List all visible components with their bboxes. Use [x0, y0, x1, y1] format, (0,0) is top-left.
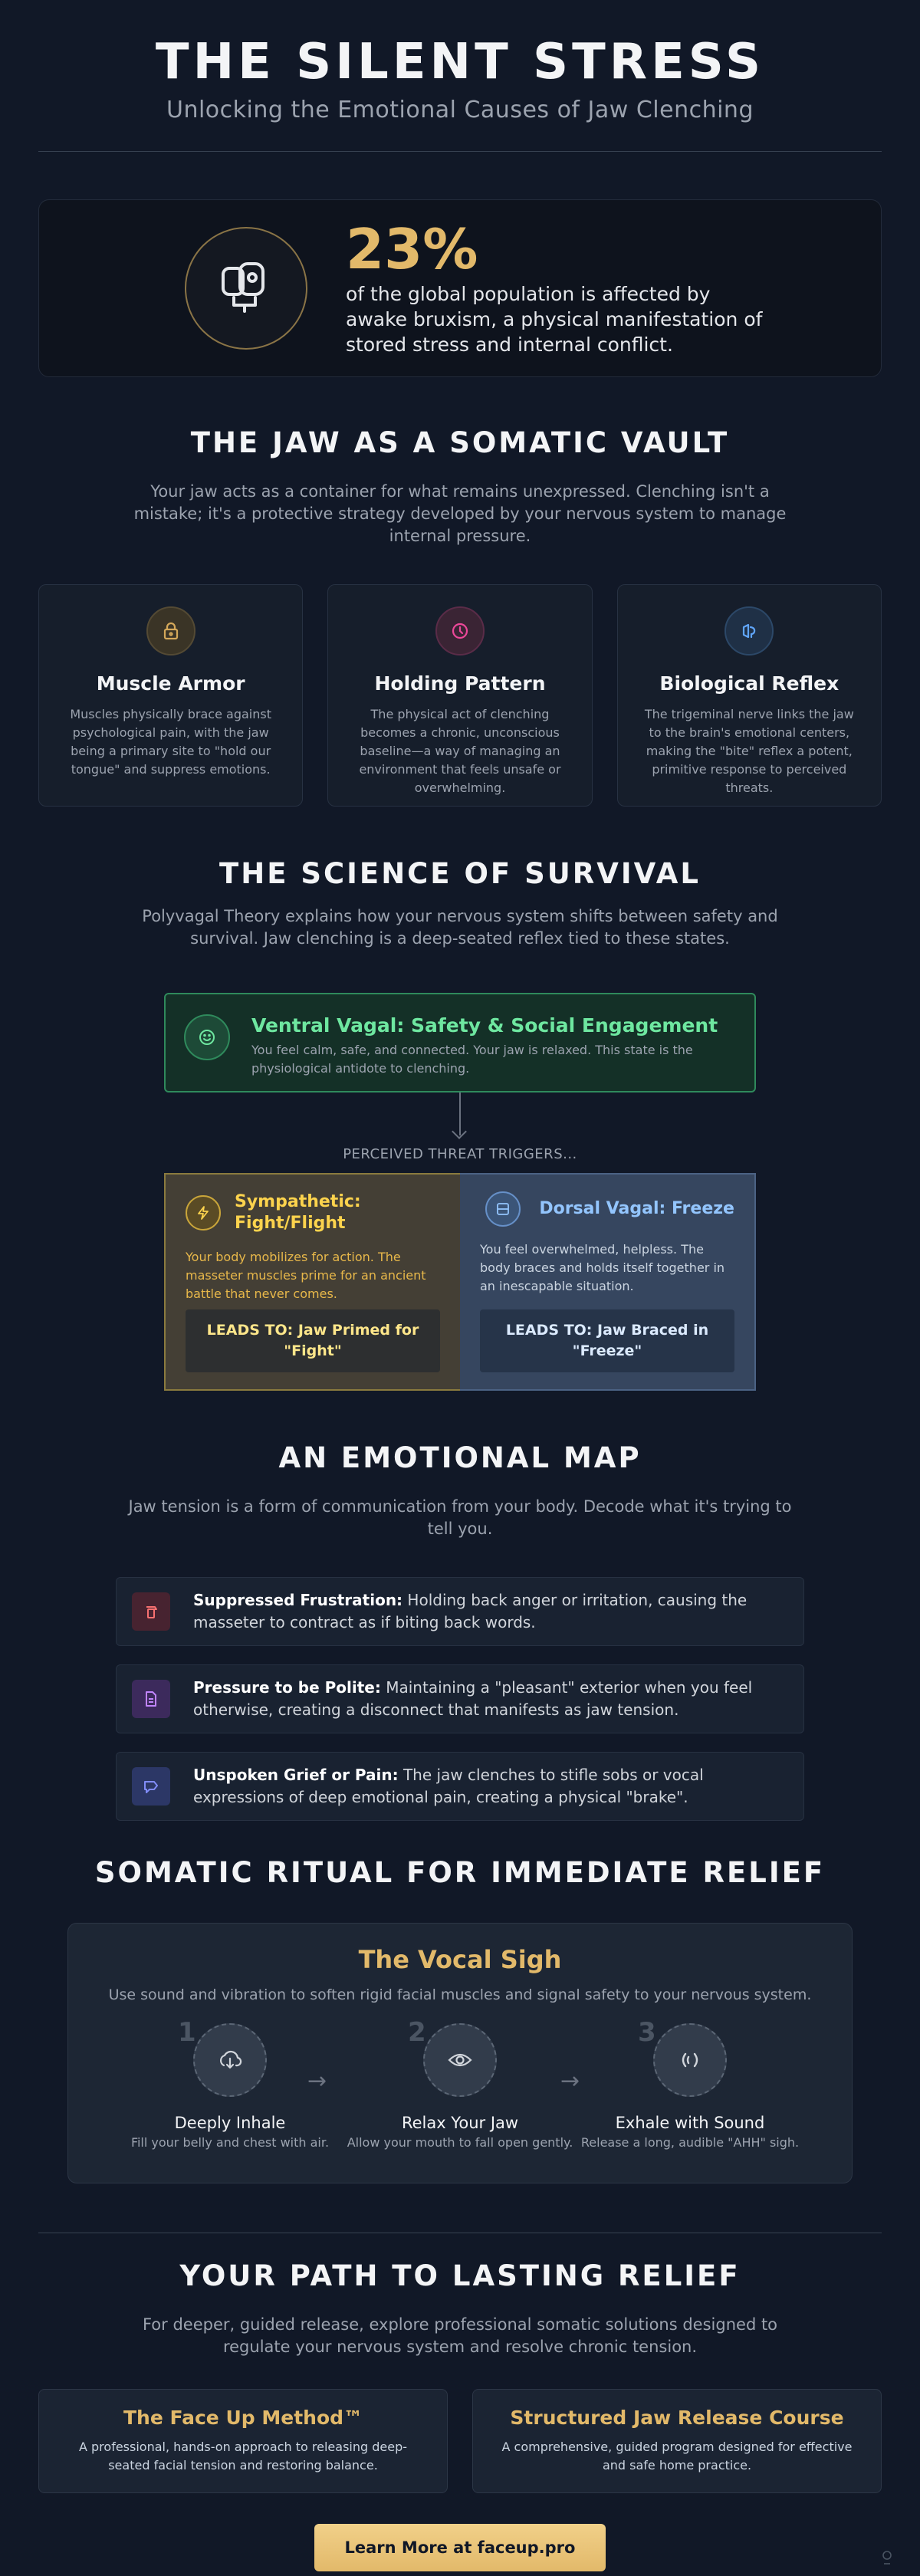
map-item-text: Suppressed Frustration: Holding back ang…: [193, 1591, 748, 1631]
sympathetic-leads-to: LEADS TO: Jaw Primed for "Fight": [186, 1309, 440, 1372]
threat-states: Sympathetic: Fight/Flight Your body mobi…: [164, 1173, 756, 1391]
map-intro: Jaw tension is a form of communication f…: [128, 1497, 792, 1538]
inhale-icon: [193, 2023, 267, 2097]
step-number: 2: [408, 2017, 426, 2048]
path-cards: The Face Up Method™ A professional, hand…: [38, 2389, 882, 2493]
step-text: Release a long, audible "AHH" sigh.: [580, 2135, 800, 2150]
page-subtitle: Unlocking the Emotional Causes of Jaw Cl…: [166, 97, 754, 123]
dorsal-card: Dorsal Vagal: Freeze You feel overwhelme…: [460, 1173, 756, 1391]
speech-bubble-icon: [132, 1767, 170, 1806]
lightning-icon: [186, 1195, 221, 1230]
card-text: The physical act of clenching becomes a …: [359, 707, 561, 795]
ventral-title: Ventral Vagal: Safety & Social Engagemen…: [251, 1014, 718, 1037]
flow-arrow-down: [459, 1092, 461, 1135]
watermark-icon: [880, 2550, 894, 2568]
emotional-map-list: Suppressed Frustration: Holding back ang…: [116, 1577, 804, 1821]
step-text: Fill your belly and chest with air.: [130, 2135, 330, 2150]
step-title: Exhale with Sound: [615, 2114, 765, 2132]
vault-section-title: THE JAW AS A SOMATIC VAULT: [190, 426, 730, 459]
dorsal-text: You feel overwhelmed, helpless. The body…: [480, 1242, 725, 1293]
card-text: The trigeminal nerve links the jaw to th…: [644, 707, 854, 795]
card-holding-pattern: Holding Pattern The physical act of clen…: [327, 584, 593, 807]
science-section-title: THE SCIENCE OF SURVIVAL: [219, 857, 701, 890]
lock-icon: [146, 606, 196, 656]
sound-wave-icon: [653, 2023, 727, 2097]
fire-extinguisher-icon: [132, 1592, 170, 1631]
stat-card: 23% of the global population is affected…: [38, 199, 882, 377]
card-title: Structured Jaw Release Course: [510, 2407, 844, 2429]
card-text: A comprehensive, guided program designed…: [501, 2440, 853, 2472]
step-title: Deeply Inhale: [174, 2114, 286, 2132]
dorsal-title: Dorsal Vagal: Freeze: [539, 1199, 734, 1218]
sympathetic-card: Sympathetic: Fight/Flight Your body mobi…: [164, 1173, 460, 1391]
page-title: THE SILENT STRESS: [155, 34, 765, 90]
card-face-up-method: The Face Up Method™ A professional, hand…: [38, 2389, 448, 2493]
card-title: Biological Reflex: [659, 672, 840, 695]
ritual-step-3: 3 Exhale with Sound Release a long, audi…: [575, 2017, 805, 2150]
learn-more-button[interactable]: Learn More at faceup.pro: [314, 2524, 606, 2571]
card-biological-reflex: Biological Reflex The trigeminal nerve l…: [616, 584, 882, 807]
card-title: Muscle Armor: [96, 672, 245, 695]
freeze-icon: [485, 1191, 521, 1227]
card-title: Holding Pattern: [374, 672, 546, 695]
card-muscle-armor: Muscle Armor Muscles physically brace ag…: [38, 584, 304, 807]
path-intro: For deeper, guided release, explore prof…: [142, 2315, 778, 2356]
list-item: Pressure to be Polite: Maintaining a "pl…: [116, 1664, 804, 1733]
sympathetic-title: Sympathetic: Fight/Flight: [235, 1192, 361, 1233]
step-number: 1: [178, 2017, 196, 2048]
ritual-step-2: 2 Relax Your Jaw Allow your mouth to fal…: [345, 2017, 575, 2150]
card-jaw-release-course: Structured Jaw Release Course A comprehe…: [472, 2389, 882, 2493]
page-header: THE SILENT STRESS Unlocking the Emotiona…: [38, 0, 882, 123]
science-intro: Polyvagal Theory explains how your nervo…: [142, 907, 778, 948]
ritual-card-title: The Vocal Sigh: [358, 1945, 562, 1974]
card-title: The Face Up Method™: [123, 2407, 363, 2429]
dorsal-leads-to: LEADS TO: Jaw Braced in "Freeze": [480, 1309, 734, 1372]
ritual-section-title: SOMATIC RITUAL FOR IMMEDIATE RELIEF: [94, 1856, 826, 1889]
list-item: Suppressed Frustration: Holding back ang…: [116, 1577, 804, 1646]
list-item: Unspoken Grief or Pain: The jaw clenches…: [116, 1752, 804, 1821]
ritual-description: Use sound and vibration to soften rigid …: [108, 1986, 812, 2003]
smile-icon: [184, 1014, 230, 1060]
ventral-text: You feel calm, safe, and connected. Your…: [251, 1043, 693, 1076]
step-title: Relax Your Jaw: [401, 2114, 519, 2132]
clock-icon: [435, 606, 485, 656]
ritual-step-1: 1 Deeply Inhale Fill your belly and ches…: [115, 2017, 345, 2150]
step-arrow: →: [560, 2068, 580, 2095]
map-item-text: Pressure to be Polite: Maintaining a "pl…: [193, 1678, 753, 1719]
map-section-title: AN EMOTIONAL MAP: [278, 1441, 642, 1474]
ritual-card: The Vocal Sigh Use sound and vibration t…: [67, 1923, 853, 2183]
jaw-clench-icon: [185, 227, 307, 350]
brain-icon: [724, 606, 774, 656]
path-section-title: YOUR PATH TO LASTING RELIEF: [179, 2259, 741, 2292]
stat-value: 23%: [346, 216, 478, 281]
stat-description: of the global population is affected by …: [346, 282, 763, 356]
card-text: A professional, hands-on approach to rel…: [78, 2440, 408, 2472]
sympathetic-text: Your body mobilizes for action. The mass…: [186, 1250, 426, 1301]
document-icon: [132, 1680, 170, 1718]
step-arrow: →: [307, 2068, 327, 2095]
threat-trigger-label: PERCEIVED THREAT TRIGGERS...: [343, 1146, 577, 1162]
step-text: Allow your mouth to fall open gently.: [347, 2135, 573, 2150]
ventral-vagal-card: Ventral Vagal: Safety & Social Engagemen…: [164, 993, 756, 1092]
step-number: 3: [638, 2017, 656, 2048]
header-divider: [38, 151, 882, 152]
vault-cards: Muscle Armor Muscles physically brace ag…: [38, 584, 882, 807]
eye-icon: [423, 2023, 497, 2097]
card-text: Muscles physically brace against psychol…: [70, 707, 271, 777]
ritual-steps: 1 Deeply Inhale Fill your belly and ches…: [68, 2017, 852, 2150]
vault-intro: Your jaw acts as a container for what re…: [133, 482, 787, 545]
map-item-text: Unspoken Grief or Pain: The jaw clenches…: [193, 1766, 704, 1806]
